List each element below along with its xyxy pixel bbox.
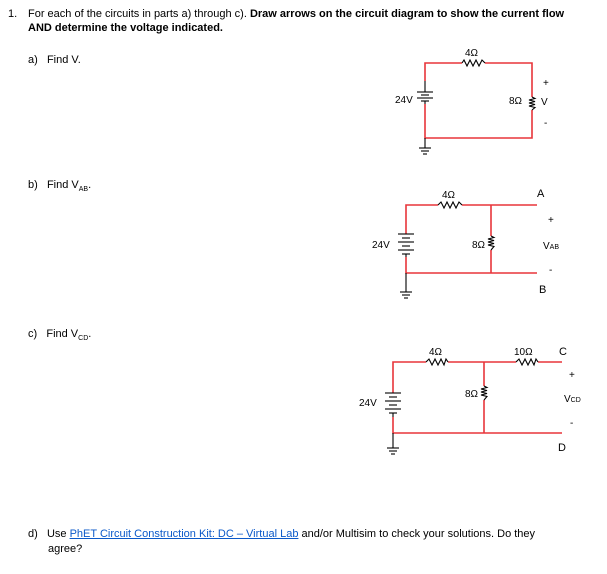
part-d-text-before: Use [46, 528, 67, 540]
question-instruction: For each of the circuits in parts a) thr… [28, 8, 247, 20]
circuit-a-wire-bottom [424, 104, 533, 139]
circuit-b-wire-bottom [405, 257, 537, 274]
circuit-b-wire-top-left [405, 204, 438, 234]
circuit-b-v-main: V [543, 241, 550, 252]
circuit-c-plus: + [569, 370, 575, 381]
part-d-label: d) [28, 528, 38, 540]
circuit-c-v-sub: CD [571, 397, 581, 404]
node-b-label: B [539, 284, 546, 296]
circuit-b: 24V 4Ω 8Ω A + VAB - B [372, 188, 559, 299]
part-d-line-2: agree? [48, 543, 83, 555]
circuit-a-resistor-4ohm [461, 58, 486, 68]
part-c-sub: CD [78, 335, 89, 343]
circuit-c-v-main: V [564, 394, 571, 405]
circuit-a-v-label: V [541, 97, 548, 108]
circuit-c-resistor-4ohm [425, 357, 449, 367]
circuit-a-ground [419, 138, 431, 155]
circuit-c-v-label: VCD [564, 394, 581, 405]
circuit-a-wire-top-left [424, 62, 462, 81]
part-a-text: Find V. [46, 54, 81, 66]
part-d-text-after: and/or Multisim to check your solutions.… [301, 528, 536, 540]
part-b-period: . [88, 179, 92, 191]
question-line-1: For each of the circuits in parts a) thr… [28, 7, 564, 21]
question-number: 1. [8, 8, 18, 20]
circuit-c-r-mid-label: 8Ω [465, 389, 479, 400]
part-a-label: a) [28, 54, 38, 66]
part-b-text: Find V [46, 179, 79, 191]
phet-link[interactable]: PhET Circuit Construction Kit: DC – Virt… [69, 528, 299, 540]
circuit-a-minus: - [544, 118, 547, 129]
circuit-c-source-label: 24V [359, 398, 377, 409]
circuit-a-wire-top-right [485, 62, 533, 97]
part-b-sub: AB [78, 186, 89, 194]
circuit-a-r-top-label: 4Ω [465, 48, 479, 59]
circuit-a-source-label: 24V [395, 95, 413, 106]
part-b-prompt: b) Find VAB. [28, 178, 91, 197]
circuit-b-r-top-label: 4Ω [442, 190, 456, 201]
circuit-a-plus: + [543, 78, 549, 89]
part-c-label: c) [28, 328, 38, 340]
circuit-c-minus: - [570, 418, 573, 429]
part-c-text: Find V [46, 328, 79, 340]
node-a-label: A [537, 188, 545, 200]
node-c-label: C [559, 346, 567, 358]
circuit-c-wire-bottom [392, 417, 562, 434]
circuit-a: 24V 4Ω 8Ω + V - [395, 48, 549, 155]
question-line-2: AND determine the voltage indicated. [28, 22, 223, 34]
circuit-a-battery [417, 81, 433, 104]
node-d-label: D [558, 442, 566, 454]
circuit-a-r-right-label: 8Ω [509, 96, 523, 107]
circuit-c-wire-top-left [392, 361, 426, 393]
circuit-b-battery [398, 233, 414, 257]
circuit-b-r-mid-label: 8Ω [472, 240, 486, 251]
circuit-c-ground [387, 433, 399, 455]
part-c-period: . [88, 328, 92, 340]
part-c-prompt: c) Find VCD. [28, 327, 91, 346]
circuit-b-source-label: 24V [372, 240, 390, 251]
part-a-prompt: a) Find V. [28, 53, 81, 67]
circuit-b-plus: + [548, 215, 554, 226]
circuit-c-battery [385, 392, 401, 417]
circuit-c-r-top-left-label: 4Ω [429, 347, 443, 358]
circuit-b-resistor-4ohm [437, 200, 463, 210]
circuit-b-v-label: VAB [543, 241, 559, 252]
circuit-b-ground [400, 273, 412, 299]
circuit-b-v-sub: AB [550, 244, 560, 251]
circuit-b-resistor-8ohm [487, 235, 496, 251]
circuit-c-resistor-10ohm [515, 357, 539, 367]
part-b-label: b) [28, 179, 38, 191]
question-emphasis: Draw arrows on the circuit diagram to sh… [249, 8, 565, 20]
circuit-c-resistor-8ohm [480, 385, 489, 401]
circuit-c-r-top-right-label: 10Ω [514, 347, 533, 358]
circuit-c: 24V 4Ω 8Ω 10Ω C + VCD - D [359, 346, 581, 455]
part-d-line-1: d) Use PhET Circuit Construction Kit: DC… [28, 527, 535, 541]
circuit-b-minus: - [549, 265, 552, 276]
circuit-a-resistor-8ohm [528, 96, 537, 111]
